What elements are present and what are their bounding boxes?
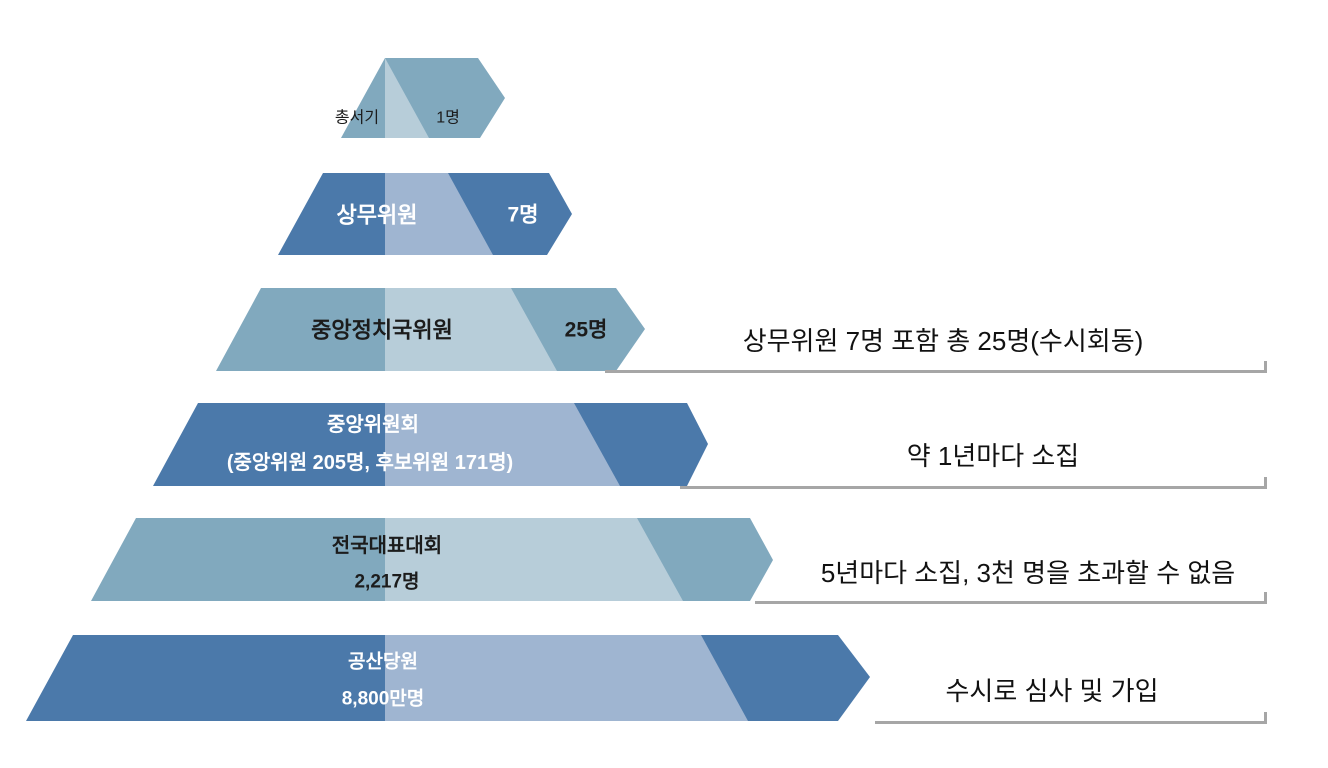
tier-general-secretary: 총서기 1명 bbox=[335, 58, 505, 138]
tier-label: 상무위원 bbox=[337, 203, 418, 228]
tier-party-members: 공산당원 8,800만명 bbox=[26, 635, 870, 721]
tier-sublabel: 8,800만명 bbox=[342, 688, 425, 710]
annotation-central-committee: 약 1년마다 소집 bbox=[680, 441, 1267, 489]
tier-national-congress: 전국대표대회 2,217명 bbox=[91, 518, 773, 601]
tier-central-committee: 중앙위원회 (중앙위원 205명, 후보위원 171명) bbox=[153, 403, 708, 486]
tier-count: 7명 bbox=[508, 204, 539, 227]
annotation-party-members: 수시로 심사 및 가입 bbox=[875, 676, 1267, 724]
annotation-line bbox=[755, 592, 1267, 604]
tier-sublabel: (중앙위원 205명, 후보위원 171명) bbox=[227, 451, 513, 474]
tier-politburo: 중앙정치국위원 25명 bbox=[216, 288, 645, 371]
tier-front-face bbox=[385, 288, 557, 371]
tier-count: 1명 bbox=[436, 109, 460, 127]
tier-label: 공산당원 bbox=[348, 651, 418, 673]
annotation-text: 수시로 심사 및 가입 bbox=[945, 676, 1158, 706]
tier-label: 중앙위원회 bbox=[327, 413, 419, 436]
tier-label: 전국대표대회 bbox=[332, 534, 442, 557]
annotation-line bbox=[605, 361, 1267, 373]
annotation-text: 상무위원 7명 포함 총 25명(수시회동) bbox=[743, 326, 1144, 356]
tier-label: 중앙정치국위원 bbox=[311, 318, 453, 343]
annotation-text: 5년마다 소집, 3천 명을 초과할 수 없음 bbox=[821, 558, 1235, 588]
annotation-politburo: 상무위원 7명 포함 총 25명(수시회동) bbox=[605, 326, 1267, 373]
tier-front-face bbox=[385, 58, 429, 138]
tier-front-face bbox=[385, 518, 683, 601]
tier-label: 총서기 bbox=[335, 109, 379, 127]
tier-front-face bbox=[385, 173, 493, 255]
tier-sublabel: 2,217명 bbox=[354, 571, 419, 593]
annotation-national-congress: 5년마다 소집, 3천 명을 초과할 수 없음 bbox=[755, 558, 1267, 604]
annotation-line bbox=[875, 712, 1267, 724]
tier-body bbox=[341, 58, 505, 138]
annotation-text: 약 1년마다 소집 bbox=[907, 441, 1079, 471]
tier-front-face bbox=[385, 635, 748, 721]
annotation-line bbox=[680, 477, 1267, 489]
tier-count: 25명 bbox=[565, 319, 608, 342]
tier-standing-committee: 상무위원 7명 bbox=[278, 173, 572, 255]
tier-front-face bbox=[385, 403, 620, 486]
